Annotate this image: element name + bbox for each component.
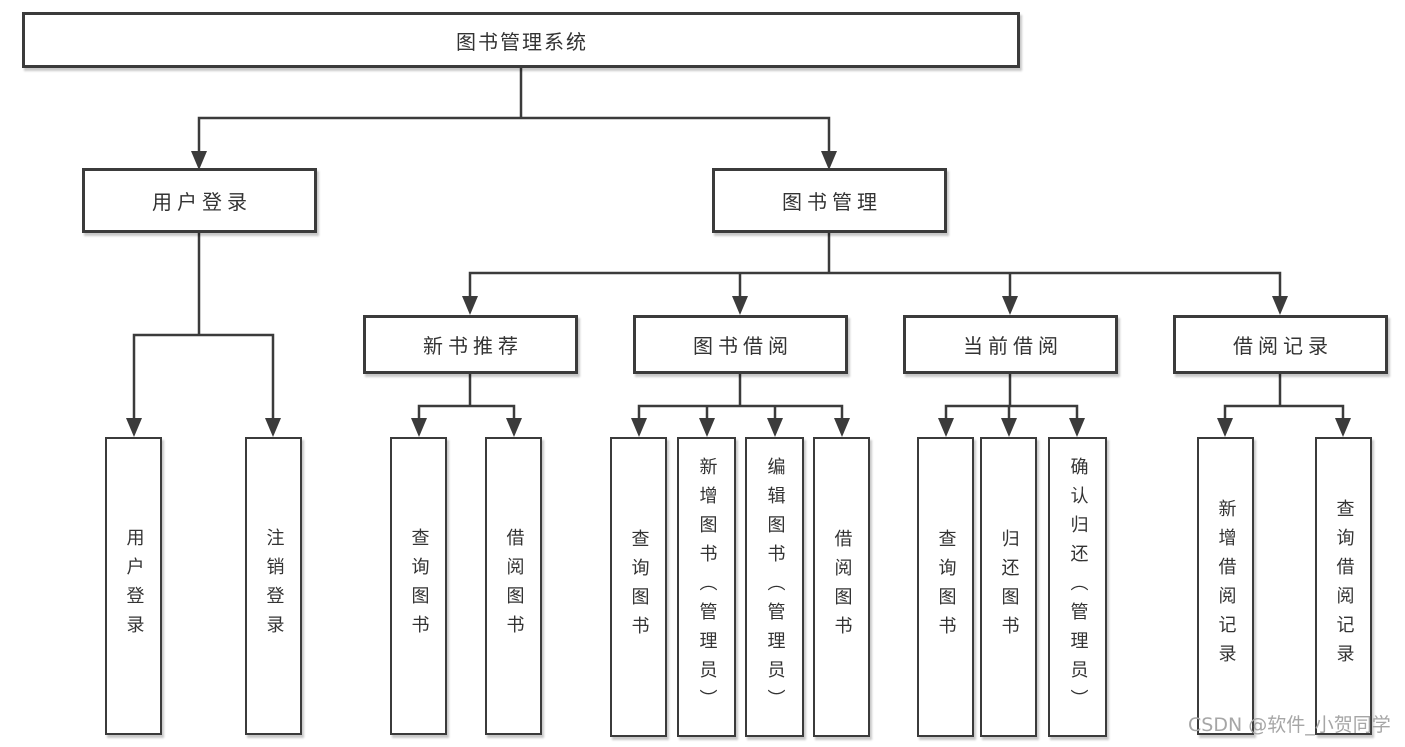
arrow-down-icon <box>732 296 748 315</box>
arrow-down-icon <box>1069 418 1085 437</box>
node-leaf-query-book-1: 查询图书 <box>390 437 447 735</box>
arrow-down-icon <box>265 418 281 437</box>
connector-root-to-level1 <box>197 68 831 153</box>
arrowheads <box>126 151 1351 437</box>
arrow-down-icon <box>462 296 478 315</box>
connector-borrow-records-split <box>1223 374 1345 420</box>
connector-current-borrow-split <box>944 374 1079 420</box>
connector-book-mgmt-split <box>468 233 1282 298</box>
connector-book-borrow-split <box>637 374 844 420</box>
arrow-down-icon <box>126 418 142 437</box>
arrow-down-icon <box>767 418 783 437</box>
arrow-down-icon <box>191 151 207 170</box>
node-user-login: 用户登录 <box>82 168 317 233</box>
node-current-borrow: 当前借阅 <box>903 315 1118 374</box>
node-root-library-system: 图书管理系统 <box>22 12 1020 68</box>
node-leaf-logout: 注销登录 <box>245 437 302 735</box>
arrow-down-icon <box>631 418 647 437</box>
node-leaf-borrow-book-1: 借阅图书 <box>485 437 542 735</box>
node-leaf-query-book-2: 查询图书 <box>610 437 667 737</box>
node-new-book-recommend: 新书推荐 <box>363 315 578 374</box>
arrow-down-icon <box>1272 296 1288 315</box>
node-leaf-edit-book-admin: 编辑图书（管理员） <box>745 437 804 737</box>
arrow-down-icon <box>1335 418 1351 437</box>
arrow-down-icon <box>411 418 427 437</box>
connector-new-book-split <box>417 374 516 420</box>
arrow-down-icon <box>1002 296 1018 315</box>
node-book-management: 图书管理 <box>712 168 947 233</box>
arrow-down-icon <box>938 418 954 437</box>
node-leaf-add-borrow-record: 新增借阅记录 <box>1197 437 1254 735</box>
node-leaf-query-book-3: 查询图书 <box>917 437 974 737</box>
arrow-down-icon <box>821 151 837 170</box>
arrow-down-icon <box>506 418 522 437</box>
node-borrow-records: 借阅记录 <box>1173 315 1388 374</box>
csdn-watermark: CSDN @软件_小贺同学 <box>1188 714 1391 736</box>
node-leaf-query-borrow-record: 查询借阅记录 <box>1315 437 1372 735</box>
arrow-down-icon <box>1217 418 1233 437</box>
node-leaf-user-login: 用户登录 <box>105 437 162 735</box>
arrow-down-icon <box>699 418 715 437</box>
connector-user-login-split <box>132 233 275 420</box>
arrow-down-icon <box>834 418 850 437</box>
node-leaf-add-book-admin: 新增图书（管理员） <box>677 437 736 737</box>
arrow-down-icon <box>1001 418 1017 437</box>
node-leaf-borrow-book-2: 借阅图书 <box>813 437 870 737</box>
node-book-borrow: 图书借阅 <box>633 315 848 374</box>
node-leaf-return-book: 归还图书 <box>980 437 1037 737</box>
node-leaf-confirm-return-admin: 确认归还（管理员） <box>1048 437 1107 737</box>
